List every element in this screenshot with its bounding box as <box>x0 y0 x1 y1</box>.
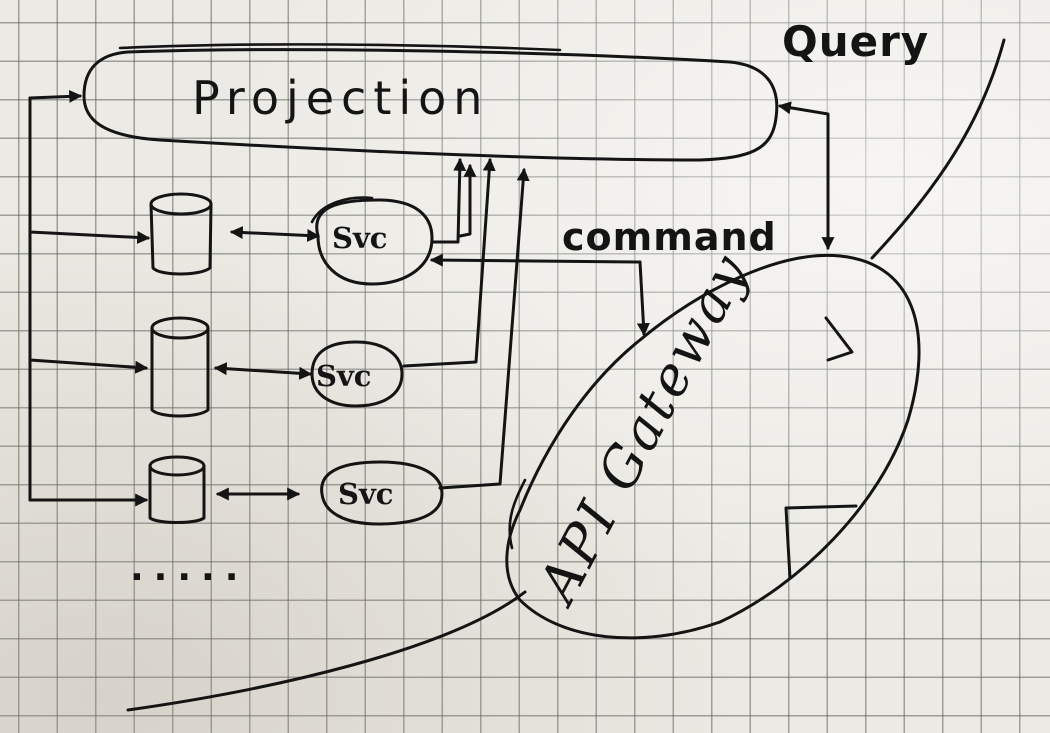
projection-gateway-query-arrow <box>777 101 835 251</box>
query-label: Query <box>782 17 929 66</box>
command-to-svc-1-arrow <box>429 253 642 267</box>
bus-to-db-2-arrow <box>28 358 149 374</box>
query-command-boundary <box>870 38 1006 260</box>
cylinder-icon <box>148 455 206 524</box>
command-label: command <box>562 215 777 259</box>
svc-1-to-projection-arrow-2 <box>458 163 477 238</box>
gateway-corner-stroke <box>784 504 858 580</box>
db-1-svc-1-arrow <box>229 226 321 242</box>
cylinder-icon <box>149 192 213 276</box>
api-gateway-oval <box>505 253 921 640</box>
db-2-svc-2-arrow <box>213 362 313 380</box>
bus-to-projection-arrow <box>28 89 83 103</box>
more-services-ellipsis: ..... <box>130 548 248 589</box>
projection-label: Projection <box>192 71 489 125</box>
svc-1-node: Svc <box>310 196 434 286</box>
command-to-gateway-arrow <box>636 260 650 337</box>
svc-3-label: Svc <box>338 477 393 511</box>
svc-2-node: Svc <box>310 340 404 408</box>
bus-to-db-1-arrow <box>28 230 151 244</box>
svc-1-label: Svc <box>332 221 387 255</box>
gateway-top-stroke <box>824 316 854 362</box>
svc-2-label: Svc <box>316 359 371 393</box>
gateway-tail-line <box>126 590 527 712</box>
svc-1-to-projection-arrow <box>430 157 467 244</box>
cylinder-icon <box>150 316 210 418</box>
projection-box <box>82 48 779 162</box>
svc-3-node: Svc <box>320 460 444 526</box>
api-gateway-oval-overstroke <box>508 478 527 550</box>
svc-3-to-projection-arrow <box>438 167 530 490</box>
svc-2-to-projection-arrow <box>402 157 496 368</box>
projection-box-overstroke <box>118 43 562 52</box>
